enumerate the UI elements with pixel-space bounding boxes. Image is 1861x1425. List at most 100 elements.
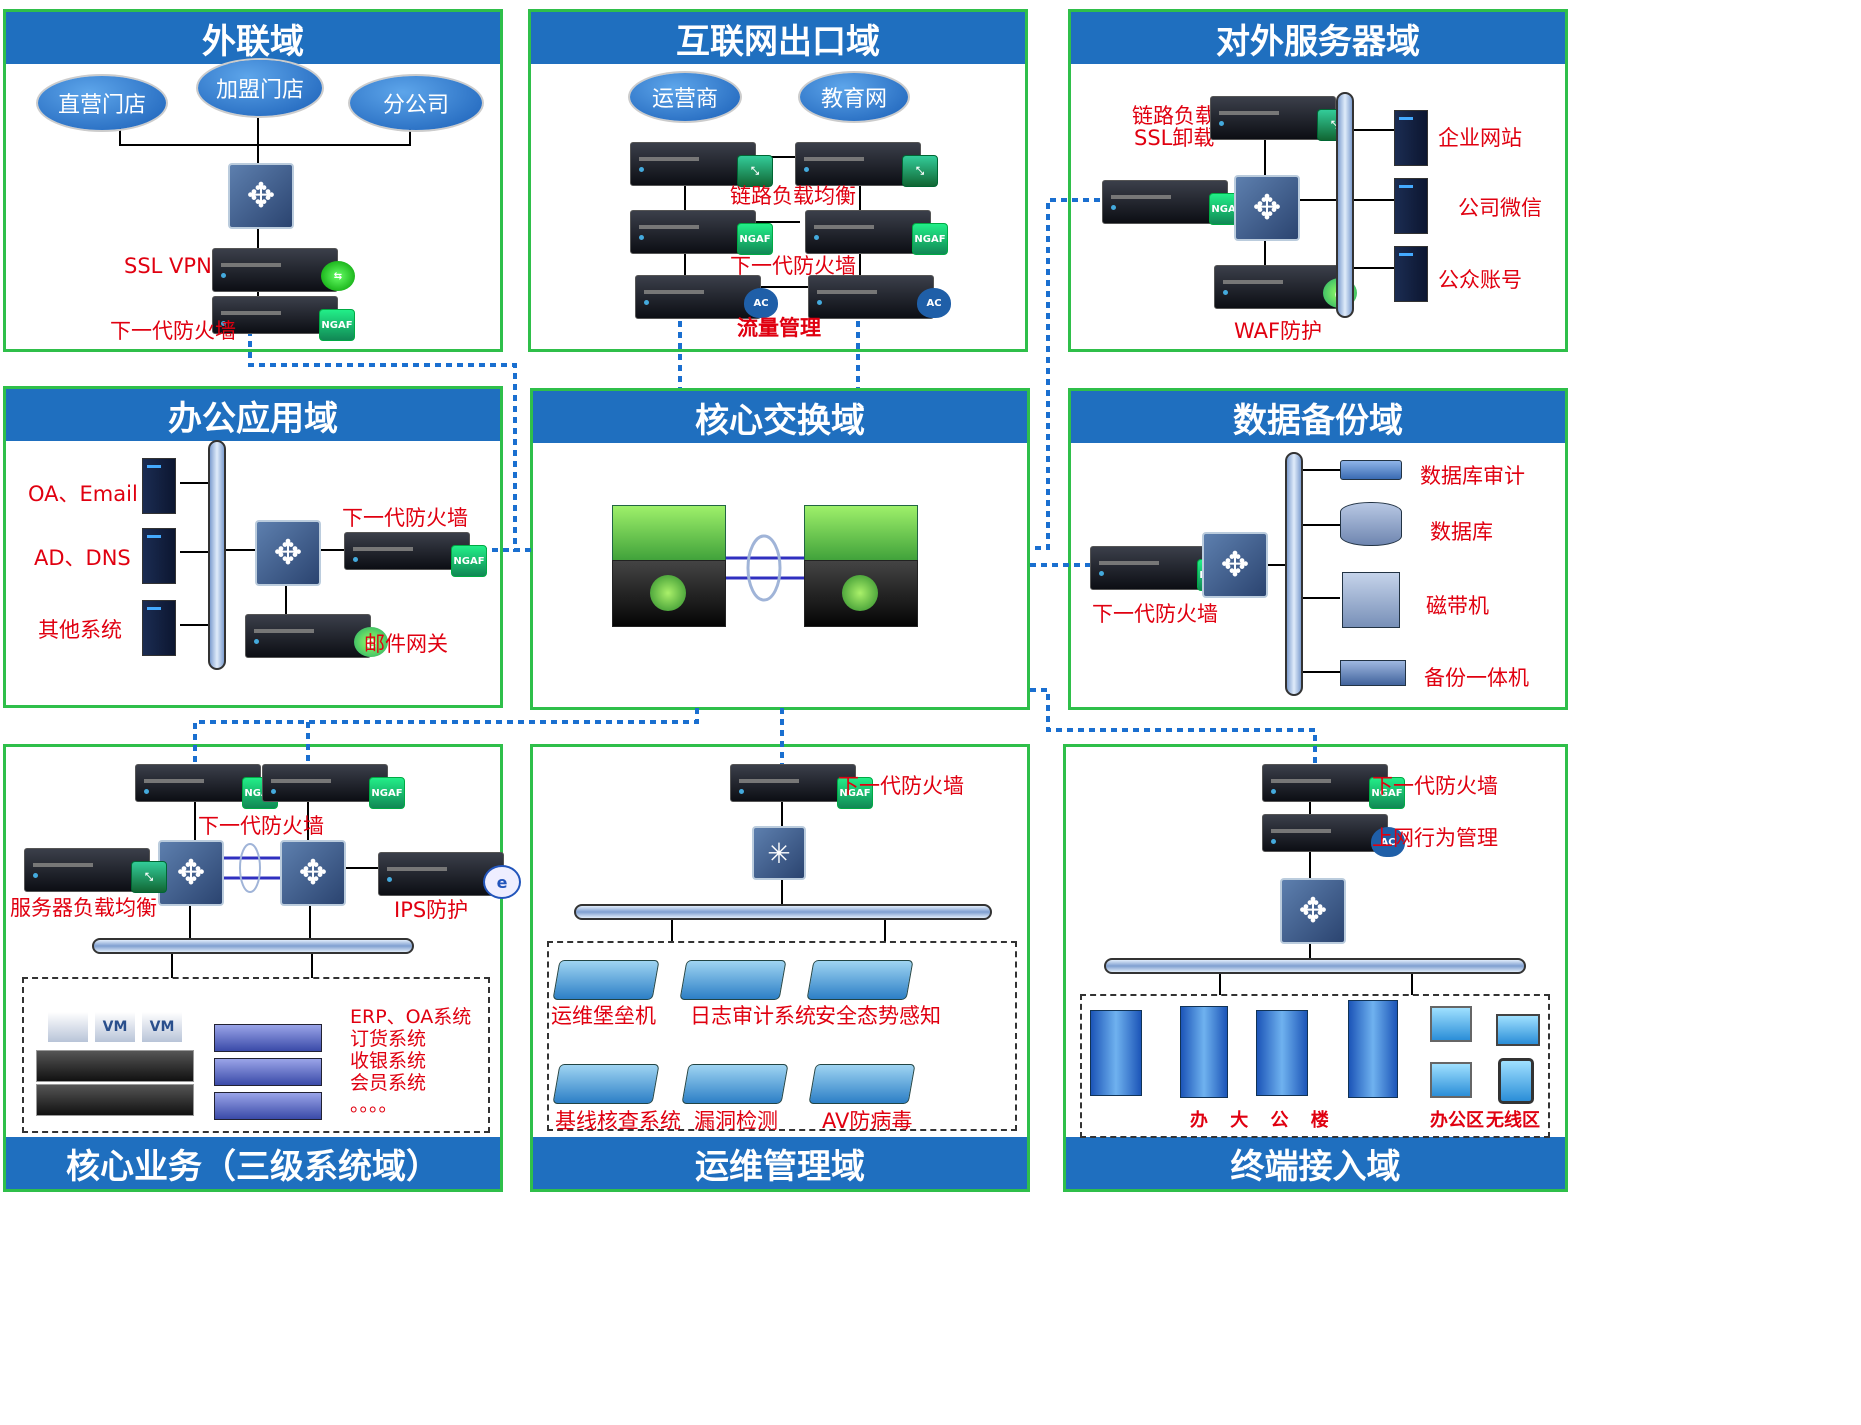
db-audit-icon	[1340, 460, 1402, 480]
ngfw-device: NGAF	[730, 764, 873, 809]
public-account-label: 公众账号	[1438, 268, 1522, 292]
core-switch-icon	[842, 575, 878, 611]
vuln-label: 漏洞检测	[694, 1109, 778, 1133]
desktop-icon	[1430, 1062, 1472, 1098]
server-bus	[1336, 92, 1354, 318]
switch-icon: ✥	[1280, 878, 1346, 944]
ngfw-label: 下一代防火墙	[342, 506, 468, 530]
vm-badge: VM	[142, 1012, 182, 1042]
cloud-carrier: 运营商	[630, 73, 740, 121]
mail-gateway-device: e	[245, 614, 388, 658]
zone-title: 数据备份域	[1071, 391, 1565, 443]
cloud-branch: 分公司	[350, 76, 482, 130]
bastion-label: 运维堡垒机	[551, 1004, 656, 1028]
zone-title: 运维管理域	[533, 1137, 1027, 1189]
server-icon	[142, 458, 176, 514]
server-icon	[142, 528, 176, 584]
ngfw-device: NGAF	[212, 296, 355, 341]
switch-icon: ✥	[1234, 175, 1300, 241]
oa-email-label: OA、Email	[28, 482, 138, 506]
office-area-label: 办公区	[1430, 1110, 1484, 1131]
ngfw-device: NGAF	[1262, 764, 1405, 809]
ac-device-1: AC	[635, 275, 778, 319]
switch-icon: ✥	[280, 840, 346, 906]
router-icon: ✥	[228, 163, 294, 229]
situational-appliance	[806, 960, 914, 1000]
ac-shield-icon: AC	[917, 288, 951, 318]
database-label: 数据库	[1430, 520, 1493, 544]
ngaf-badge: NGAF	[319, 309, 355, 341]
zone-title: 互联网出口域	[531, 12, 1025, 64]
ips-label: IPS防护	[394, 898, 469, 922]
office-bus	[208, 440, 226, 670]
ac-shield-icon: AC	[1371, 827, 1405, 857]
log-audit-label: 日志审计系统	[690, 1004, 816, 1028]
laptop-icon	[1496, 1014, 1540, 1046]
ngfw-device-2: NGAF	[805, 210, 948, 255]
ngaf-badge: NGAF	[912, 223, 948, 255]
load-balancer-icon: ⤡	[131, 861, 167, 893]
vm-badge: VM	[95, 1012, 135, 1042]
erp-line: 收银系统	[350, 1050, 427, 1072]
cloud-label: 教育网	[820, 87, 887, 112]
zone-core: 核心交换域	[530, 388, 1030, 710]
backup-bus	[1285, 452, 1303, 696]
ngfw-device-1: NGAF	[135, 764, 278, 809]
l3-switch-icon: ✳	[752, 826, 806, 880]
server-icon	[1394, 246, 1428, 302]
server-icon	[1394, 178, 1428, 234]
switch-icon: ✥	[255, 520, 321, 586]
ngfw-device: NGAF	[1090, 546, 1233, 591]
ngfw-label: 下一代防火墙	[1092, 602, 1218, 626]
core-switch-2	[804, 505, 918, 627]
other-systems-label: 其他系统	[38, 618, 122, 642]
zone-title: 办公应用域	[6, 389, 500, 441]
vuln-appliance	[681, 1064, 789, 1104]
ngfw-device-2: NGAF	[262, 764, 405, 809]
database-icon	[1340, 502, 1402, 546]
ngaf-badge: NGAF	[451, 545, 487, 577]
zone-title: 核心交换域	[533, 391, 1027, 443]
terminal-bus	[1104, 958, 1526, 974]
link-lb-device: ⤡	[1210, 96, 1353, 141]
link-lb-label: 链路负载均衡	[730, 184, 856, 208]
zone-title: 核心业务（三级系统域）	[6, 1137, 500, 1189]
link-lb-label-2: SSL卸载	[1134, 126, 1215, 150]
ips-icon: e	[483, 865, 521, 899]
ngfw-device: NGAF	[1102, 180, 1245, 225]
website-label: 企业网站	[1438, 126, 1522, 150]
ngaf-badge: NGAF	[369, 777, 405, 809]
link-lb-device-1: ⤡	[630, 142, 773, 187]
ssl-vpn-label: SSL VPN	[124, 254, 212, 278]
ngfw-label: 下一代防火墙	[838, 774, 964, 798]
log-audit-appliance	[679, 960, 787, 1000]
server-icon	[1394, 110, 1428, 166]
zone-title: 终端接入域	[1066, 1137, 1565, 1189]
tape-label: 磁带机	[1426, 594, 1489, 618]
behavior-mgmt-device: AC	[1262, 814, 1405, 857]
desktop-icon	[1430, 1006, 1472, 1042]
business-bus	[92, 938, 414, 954]
ac-shield-icon: AC	[744, 288, 778, 318]
ngfw-device: NGAF	[344, 532, 487, 577]
baseline-appliance	[552, 1064, 660, 1104]
tablet-icon	[1498, 1058, 1534, 1104]
backup-appliance-icon	[1340, 660, 1406, 686]
waf-device: e	[1214, 265, 1357, 309]
wireless-label: 无线区	[1486, 1110, 1540, 1131]
office-building-label: 办 大 公 楼	[1190, 1110, 1337, 1131]
cloud-edu-net: 教育网	[800, 73, 908, 121]
core-switch-1	[612, 505, 726, 627]
db-audit-label: 数据库审计	[1420, 464, 1525, 488]
ssl-vpn-device: ⇆	[212, 248, 355, 292]
ops-appliances-group	[547, 941, 1017, 1131]
ngfw-device-1: NGAF	[630, 210, 773, 255]
mail-icon: e	[354, 627, 388, 657]
ngfw-label: 下一代防火墙	[730, 254, 856, 278]
cloud-direct-store: 直营门店	[38, 76, 166, 130]
behavior-mgmt-label: 上网行为管理	[1372, 826, 1498, 850]
ngaf-badge: NGAF	[1369, 777, 1405, 809]
situational-label: 安全态势感知	[815, 1004, 941, 1028]
business-servers-group	[22, 977, 490, 1133]
